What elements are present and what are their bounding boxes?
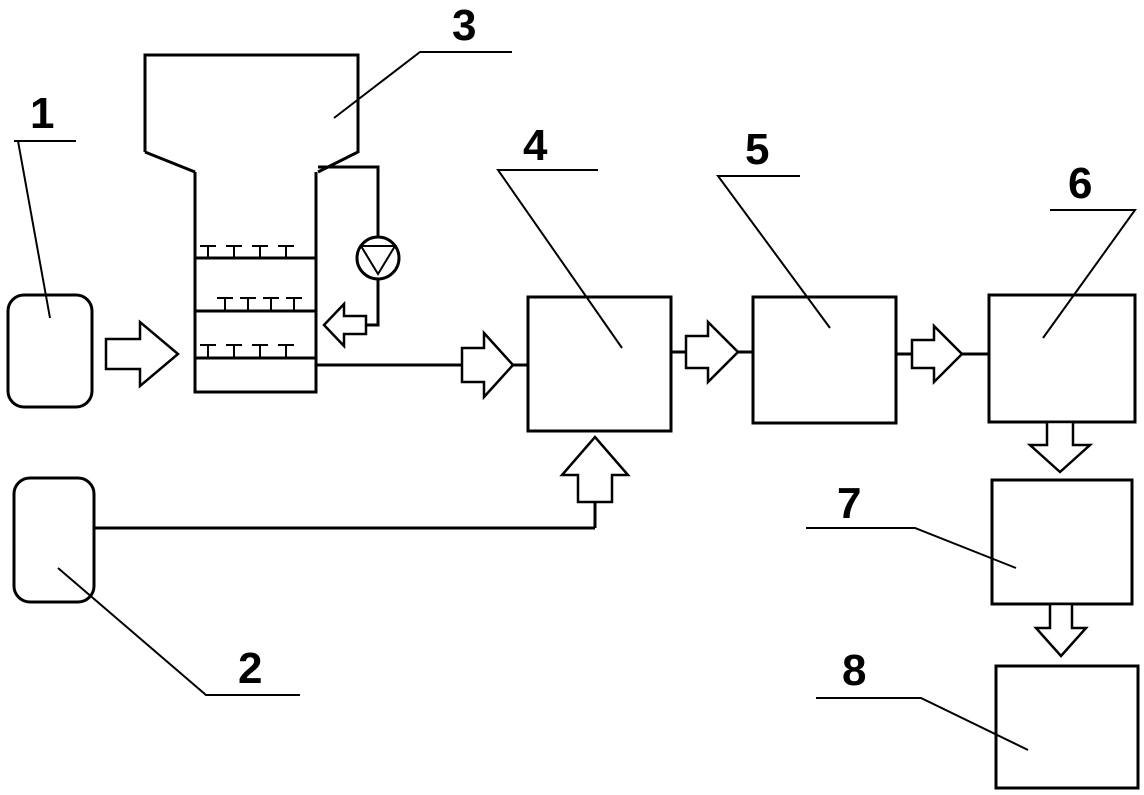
leader-6 bbox=[1042, 209, 1137, 339]
spray-nozzles-row-3 bbox=[200, 344, 294, 358]
arrow-1-to-3 bbox=[104, 319, 180, 389]
arrow-2-to-4 bbox=[559, 435, 631, 504]
component-4-box bbox=[526, 295, 673, 433]
leader-8 bbox=[816, 697, 1029, 751]
label-8: 8 bbox=[842, 646, 866, 695]
label-6: 6 bbox=[1068, 159, 1092, 208]
label-2: 2 bbox=[238, 644, 262, 693]
leader-3 bbox=[333, 51, 512, 119]
leader-2 bbox=[57, 567, 300, 696]
pump-triangle bbox=[359, 245, 397, 276]
arrow-5-to-6 bbox=[910, 322, 964, 386]
component-1-container bbox=[6, 293, 94, 409]
label-5: 5 bbox=[745, 125, 769, 174]
arrow-4-to-5 bbox=[684, 318, 740, 386]
leader-4 bbox=[496, 169, 623, 349]
leader-7 bbox=[806, 527, 1017, 569]
label-4: 4 bbox=[523, 121, 548, 170]
spray-nozzles-row-1 bbox=[200, 245, 294, 258]
recirculation-arrow bbox=[322, 300, 368, 350]
arrow-7-to-8 bbox=[1033, 602, 1089, 658]
label-1: 1 bbox=[30, 89, 54, 138]
component-3-tower-body bbox=[193, 172, 318, 394]
leader-1 bbox=[14, 140, 76, 319]
component-8-box bbox=[994, 664, 1140, 790]
spray-nozzles-row-2 bbox=[217, 297, 302, 311]
leader-5 bbox=[716, 175, 831, 329]
pump-icon bbox=[355, 235, 401, 281]
label-7: 7 bbox=[837, 479, 861, 528]
component-2-container bbox=[12, 476, 96, 604]
component-6-box bbox=[987, 293, 1137, 424]
arrow-6-to-7 bbox=[1026, 420, 1094, 474]
recirculation-pipe bbox=[318, 165, 380, 327]
component-5-box bbox=[751, 295, 898, 425]
label-3: 3 bbox=[452, 1, 476, 50]
component-3-tower-top bbox=[143, 53, 360, 174]
component-7-box bbox=[990, 478, 1134, 606]
arrow-3-to-4 bbox=[460, 329, 515, 401]
